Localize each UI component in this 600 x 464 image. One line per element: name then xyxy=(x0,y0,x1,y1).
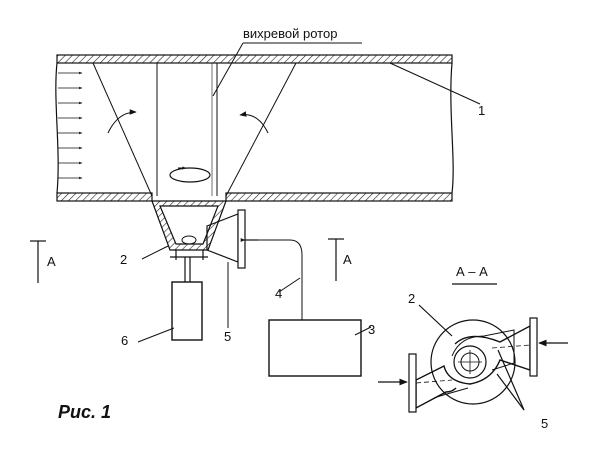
figure-caption: Рис. 1 xyxy=(58,402,111,422)
section-marks xyxy=(30,238,344,283)
label-part-1: 1 xyxy=(478,103,485,118)
vortex-rotor xyxy=(92,42,362,197)
detail-label-part-2: 2 xyxy=(408,291,415,306)
duct xyxy=(55,54,454,202)
label-part-3: 3 xyxy=(368,322,375,337)
rotor-label: вихревой ротор xyxy=(243,26,337,41)
separator-chamber xyxy=(151,200,227,282)
block-3 xyxy=(268,319,362,377)
flow-arrows xyxy=(58,71,83,180)
nozzle xyxy=(206,209,303,320)
rotation-arrow-left xyxy=(107,109,137,134)
section-label: А – А xyxy=(456,264,488,279)
label-part-6: 6 xyxy=(121,333,128,348)
leader-lines xyxy=(137,62,481,343)
duct-break-left xyxy=(55,62,59,194)
duct-bottom-wall-left xyxy=(56,192,153,202)
rotor-vortex-ellipse xyxy=(169,167,211,183)
section-mark-left: А xyxy=(47,254,56,269)
label-part-5: 5 xyxy=(224,329,231,344)
label-part-4: 4 xyxy=(275,286,282,301)
section-mark-right: А xyxy=(343,252,352,267)
label-part-2: 2 xyxy=(120,252,127,267)
duct-break-right xyxy=(450,62,454,194)
detail-label-part-5: 5 xyxy=(541,416,548,431)
section-detail xyxy=(378,283,568,413)
duct-top-wall xyxy=(56,54,453,64)
duct-bottom-wall-right xyxy=(225,192,453,202)
block-6 xyxy=(171,281,203,341)
rotation-arrow-right xyxy=(239,111,269,134)
